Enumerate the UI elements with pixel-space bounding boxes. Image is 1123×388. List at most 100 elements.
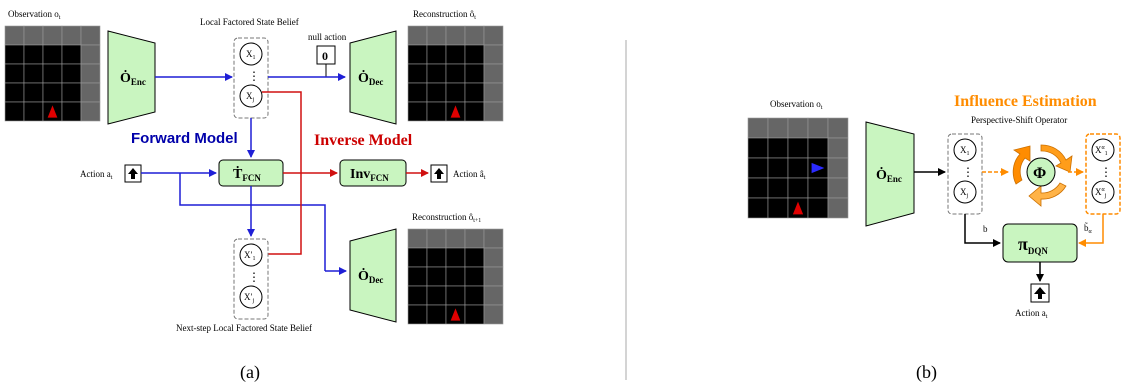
- decoder-label-top: ȮDec: [358, 69, 383, 87]
- phi-label: Φ: [1033, 165, 1046, 182]
- grid-wall-cell: [483, 228, 504, 249]
- panel-b: Observation ot ȮEnc Influence Estimation…: [747, 93, 1121, 383]
- grid-wall-cell: [23, 25, 44, 46]
- line-action-to-decoder: [179, 173, 326, 271]
- grid-wall-cell: [483, 247, 504, 268]
- alpha-node-x1-label: Xα1: [1095, 145, 1108, 157]
- null-action-value: 0: [322, 49, 328, 63]
- grid-wall-cell: [80, 44, 101, 65]
- grid-floor-cell: [464, 44, 485, 65]
- grid-floor-cell: [61, 101, 82, 122]
- inv-label: InvFCN: [350, 167, 389, 183]
- grid-floor-cell: [4, 101, 25, 122]
- grid-wall-cell: [80, 63, 101, 84]
- grid-floor-cell: [464, 101, 485, 122]
- belief-node-x1-b-label: X1: [960, 145, 970, 157]
- agent-red-triangle-icon: [792, 201, 804, 215]
- grid-floor-cell: [4, 44, 25, 65]
- grid-floor-cell: [445, 247, 466, 268]
- agent-red-triangle-icon: [450, 105, 461, 118]
- grid-wall-cell: [483, 44, 504, 65]
- next-belief-node-xj-label: X′j: [244, 292, 254, 304]
- grid-floor-cell: [426, 285, 447, 306]
- grid-wall-cell: [80, 25, 101, 46]
- grid-floor-cell: [767, 197, 789, 219]
- grid-floor-cell: [767, 177, 789, 199]
- grid-wall-cell: [80, 101, 101, 122]
- policy-label: πDQN: [1018, 234, 1048, 256]
- alpha-node-xj-label: Xαj: [1095, 187, 1107, 199]
- grid-wall-cell: [464, 25, 485, 46]
- grid-floor-cell: [407, 82, 428, 103]
- grid-floor-cell: [4, 63, 25, 84]
- next-belief-node-xj: [239, 285, 263, 309]
- grid-floor-cell: [426, 101, 447, 122]
- caption-a: (a): [240, 362, 260, 383]
- grid-wall-cell: [483, 101, 504, 122]
- grid-wall-cell: [483, 25, 504, 46]
- grid-floor-cell: [23, 63, 44, 84]
- influence-title: Influence Estimation: [954, 93, 1097, 110]
- action-label-a: Action at: [80, 169, 113, 181]
- next-belief-node-x1-label: X′1: [244, 250, 255, 262]
- grid-floor-cell: [42, 82, 63, 103]
- grid-floor-cell: [747, 137, 769, 159]
- agent-red-triangle-icon: [450, 308, 461, 321]
- alpha-node-xj: [1091, 180, 1115, 204]
- grid-floor-cell: [42, 63, 63, 84]
- up-arrow-icon: [1034, 287, 1046, 299]
- alpha-node-x1: [1091, 138, 1115, 162]
- up-arrow-icon: [434, 168, 444, 179]
- grid-floor-cell: [426, 304, 447, 325]
- belief-dots-b: ⋮: [962, 165, 974, 179]
- grid-wall-cell: [767, 117, 789, 139]
- grid-wall-cell: [4, 25, 25, 46]
- grid-floor-cell: [464, 82, 485, 103]
- grid-wall-cell: [42, 25, 63, 46]
- grid-floor-cell: [23, 101, 44, 122]
- belief-node-xj: [239, 84, 263, 108]
- grid-wall-cell: [483, 63, 504, 84]
- grid-wall-cell: [787, 117, 809, 139]
- belief-node-x1: [239, 42, 263, 66]
- tfcn-label: ṪFCN: [233, 165, 261, 183]
- belief-dots: ⋮: [248, 69, 260, 83]
- grid-floor-cell: [747, 157, 769, 179]
- encoder-block-b: [865, 121, 915, 227]
- grid-floor-cell: [426, 44, 447, 65]
- grid-floor-cell: [445, 44, 466, 65]
- b-label: b: [983, 224, 988, 234]
- agent-blue-triangle-icon: [811, 162, 825, 174]
- observation-label-a: Observation ot: [8, 9, 61, 21]
- observation-grid-a: [4, 25, 101, 122]
- grid-floor-cell: [426, 266, 447, 287]
- grid-floor-cell: [61, 63, 82, 84]
- grid-wall-cell: [483, 304, 504, 325]
- grid-floor-cell: [407, 304, 428, 325]
- recon-top-label: Reconstruction ôt: [413, 9, 476, 21]
- encoder-label-b: ȮEnc: [876, 166, 902, 184]
- panel-a: Observation ot ȮEnc Local Factored State…: [4, 9, 504, 383]
- grid-wall-cell: [407, 228, 428, 249]
- grid-floor-cell: [426, 82, 447, 103]
- grid-floor-cell: [407, 101, 428, 122]
- inverse-model-title: Inverse Model: [314, 132, 413, 149]
- grid-wall-cell: [80, 82, 101, 103]
- b-alpha-label: b̃α: [1084, 223, 1093, 235]
- decoder-label-bottom: ȮDec: [358, 267, 383, 285]
- grid-wall-cell: [827, 117, 849, 139]
- decoder-block-bottom: [349, 228, 397, 323]
- belief-title: Local Factored State Belief: [200, 17, 299, 27]
- grid-floor-cell: [787, 157, 809, 179]
- encoder-block-a: [107, 30, 156, 125]
- grid-wall-cell: [464, 228, 485, 249]
- recon-bottom-label: Reconstruction ôt+1: [412, 212, 481, 224]
- alpha-dots: ⋮: [1100, 165, 1112, 179]
- grid-wall-cell: [827, 197, 849, 219]
- grid-wall-cell: [807, 117, 829, 139]
- grid-wall-cell: [445, 228, 466, 249]
- grid-floor-cell: [807, 177, 829, 199]
- operator-title: Perspective-Shift Operator: [971, 115, 1067, 125]
- grid-wall-cell: [61, 25, 82, 46]
